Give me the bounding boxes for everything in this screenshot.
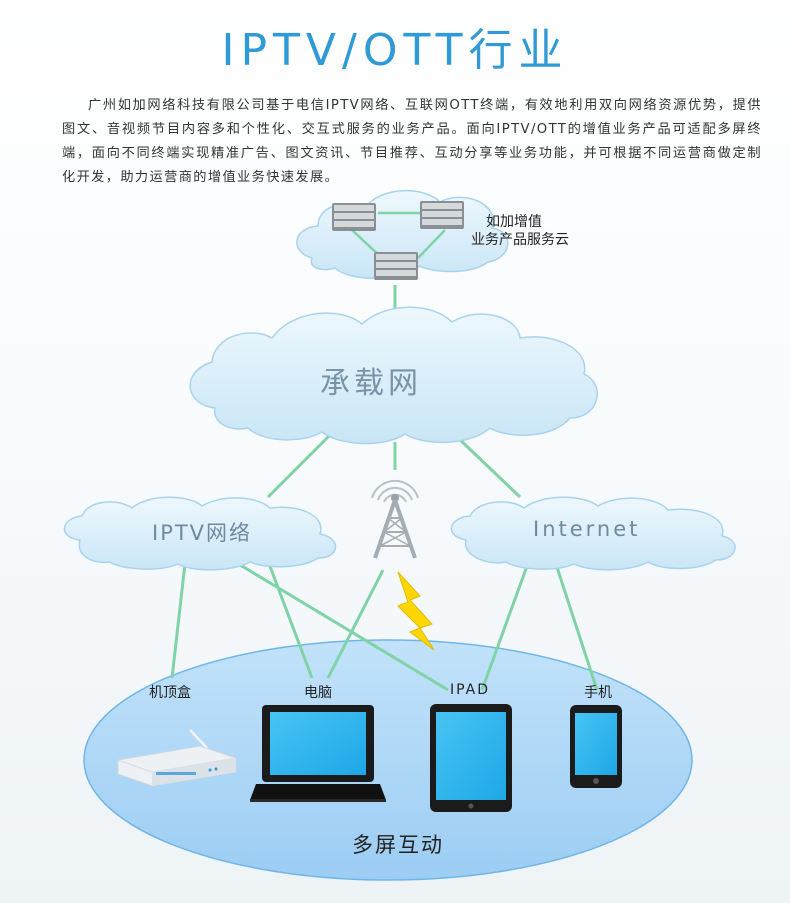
bearer-network-label: 承载网	[320, 366, 422, 401]
device-label-stb: 机顶盒	[149, 685, 191, 701]
device-label-pc: 电脑	[304, 685, 332, 701]
set-top-box-icon	[117, 729, 237, 787]
iptv-network-cloud	[63, 496, 337, 571]
server-icon	[420, 201, 464, 229]
lightning-bolt-icon	[397, 571, 435, 651]
service-cloud-label-line2: 业务产品服务云	[471, 232, 569, 248]
page-title: IPTV/OTT行业	[221, 25, 569, 76]
phone-icon	[570, 705, 622, 788]
service-cloud-label-line1: 如加增值	[486, 214, 542, 230]
multi-screen-label: 多屏互动	[352, 833, 444, 857]
internet-label: Internet	[533, 517, 641, 541]
antenna-tower-icon	[371, 479, 419, 559]
device-label-phone: 手机	[584, 685, 612, 701]
server-icon	[332, 203, 376, 231]
intro-paragraph: 广州如加网络科技有限公司基于电信IPTV网络、互联网OTT终端，有效地利用双向网…	[62, 98, 762, 185]
iptv-network-label: IPTV网络	[152, 521, 253, 545]
laptop-icon	[250, 705, 386, 802]
server-icon	[374, 252, 418, 280]
internet-cloud	[450, 496, 736, 571]
service-cloud	[296, 190, 509, 280]
tablet-icon	[430, 704, 512, 812]
device-label-ipad: IPAD	[450, 682, 491, 698]
bearer-network-cloud	[189, 306, 598, 445]
multi-screen-ellipse	[83, 639, 693, 881]
